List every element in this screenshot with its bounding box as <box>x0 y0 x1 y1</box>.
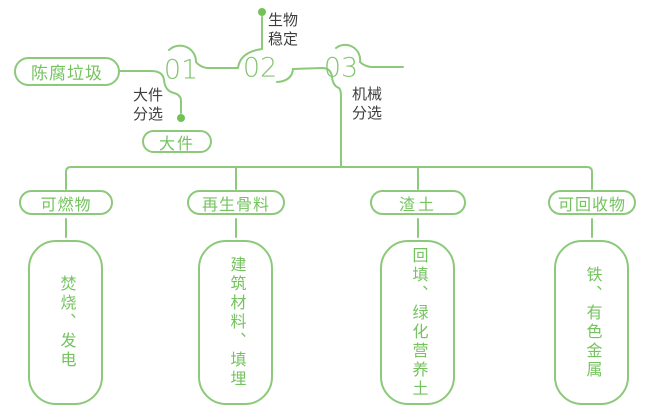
node-category-slag-soil: 渣土 <box>370 190 466 215</box>
line-step2-up <box>237 16 263 69</box>
category-label: 可回收物 <box>557 196 626 214</box>
label-bulky-sorting: 大件 分选 <box>133 87 164 123</box>
dot-bulky-sorting <box>177 114 185 122</box>
step-number-03: 03 <box>323 52 359 84</box>
line-step2-to-step3 <box>276 66 342 168</box>
label-mechanical-sorting: 机械 分选 <box>352 86 383 122</box>
arc-step3 <box>335 43 404 68</box>
node-result-backfill: 回填、绿化营养土 <box>380 240 455 405</box>
category-label: 可燃物 <box>40 196 92 214</box>
line-source-to-step1 <box>119 70 182 114</box>
node-bulky-output: 大件 <box>142 130 212 153</box>
node-category-combustibles: 可燃物 <box>19 190 113 215</box>
node-result-metals: 铁、有色金属 <box>554 240 629 405</box>
label-bio-stabilization: 生物 稳定 <box>268 12 299 48</box>
result-text: 铁、有色金属 <box>583 265 601 380</box>
category-label: 再生骨料 <box>201 196 270 214</box>
result-text: 建筑材料、填埋 <box>227 256 245 389</box>
node-source-waste: 陈腐垃圾 <box>14 57 120 86</box>
dot-bio-stabilization <box>258 8 266 16</box>
node-result-building-material: 建筑材料、填埋 <box>198 240 273 405</box>
result-text: 焚烧、发电 <box>57 275 75 370</box>
step-number-02: 02 <box>242 52 278 84</box>
arc-step1 <box>168 44 239 69</box>
result-text: 回填、绿化营养土 <box>409 246 427 399</box>
node-source-label: 陈腐垃圾 <box>31 64 103 83</box>
step-number-01: 01 <box>163 54 199 86</box>
node-result-incineration: 焚烧、发电 <box>28 240 103 405</box>
node-bulky-output-label: 大件 <box>158 135 195 153</box>
branch-bar <box>65 166 593 190</box>
category-label: 渣土 <box>398 196 437 214</box>
node-category-recycled-aggregate: 再生骨料 <box>187 190 285 215</box>
node-category-recyclables: 可回收物 <box>548 190 636 215</box>
